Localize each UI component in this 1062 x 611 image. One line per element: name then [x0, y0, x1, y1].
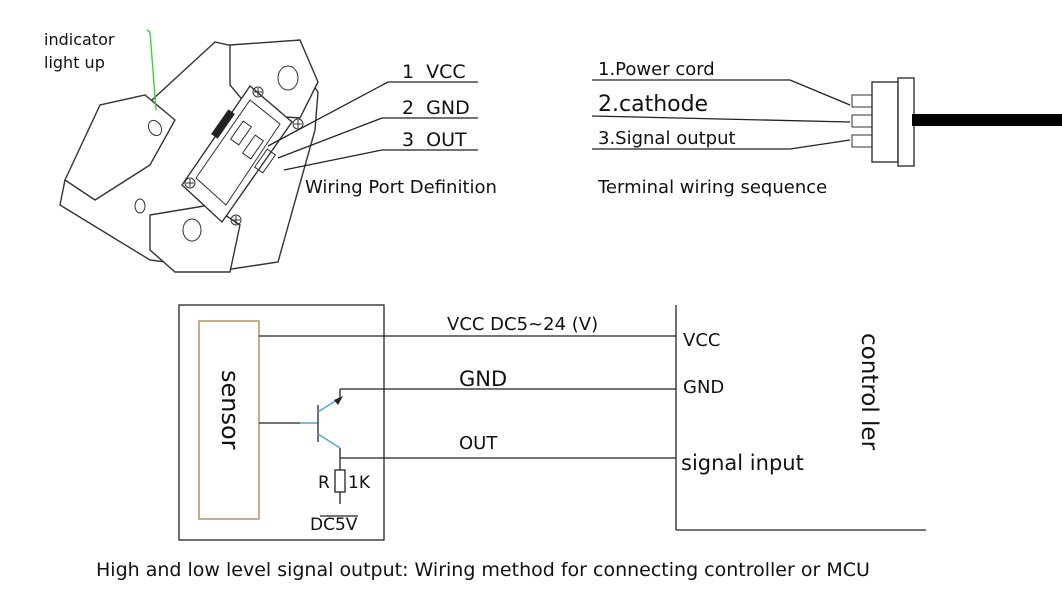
controller-label: control ler	[856, 333, 882, 451]
resistor-supply-label: DC5V	[310, 515, 358, 535]
pin-3-label: 3 OUT	[402, 129, 467, 151]
slot-sensor-drawing	[59, 29, 319, 273]
footer-caption: High and low level signal output: Wiring…	[96, 559, 870, 581]
resistor	[334, 469, 346, 493]
sensor-block	[198, 320, 260, 520]
terminal-wire-3-label: 3.Signal output	[598, 128, 736, 149]
terminal-wire-1-label: 1.Power cord	[598, 59, 715, 80]
controller-signal-label: signal input	[681, 451, 804, 475]
terminal-wire-2-label: 2.cathode	[598, 92, 708, 117]
circuit-schematic	[178, 304, 926, 541]
resistor-value-label: 1K	[348, 473, 371, 493]
terminal-wiring	[591, 77, 1062, 167]
pin-2-label: 2 GND	[402, 97, 470, 119]
pin-leader-lines	[267, 81, 478, 171]
controller-gnd-label: GND	[683, 377, 724, 398]
indicator-pointer-line	[146, 29, 157, 111]
indicator-label-line2: light up	[44, 53, 105, 72]
gnd-line-label: GND	[459, 367, 507, 391]
terminal-caption: Terminal wiring sequence	[597, 177, 827, 198]
vcc-line-label: VCC DC5~24 (V)	[447, 314, 598, 335]
pin-1-label: 1 VCC	[402, 61, 466, 83]
out-line-label: OUT	[459, 433, 498, 454]
cable	[912, 114, 1062, 126]
controller-vcc-label: VCC	[683, 330, 720, 351]
resistor-r-label: R	[318, 473, 330, 493]
sensor-label: sensor	[216, 370, 244, 450]
sensor-module-frame	[178, 304, 385, 541]
indicator-label-line1: indicator	[44, 30, 115, 49]
wiring-port-caption: Wiring Port Definition	[305, 177, 497, 198]
